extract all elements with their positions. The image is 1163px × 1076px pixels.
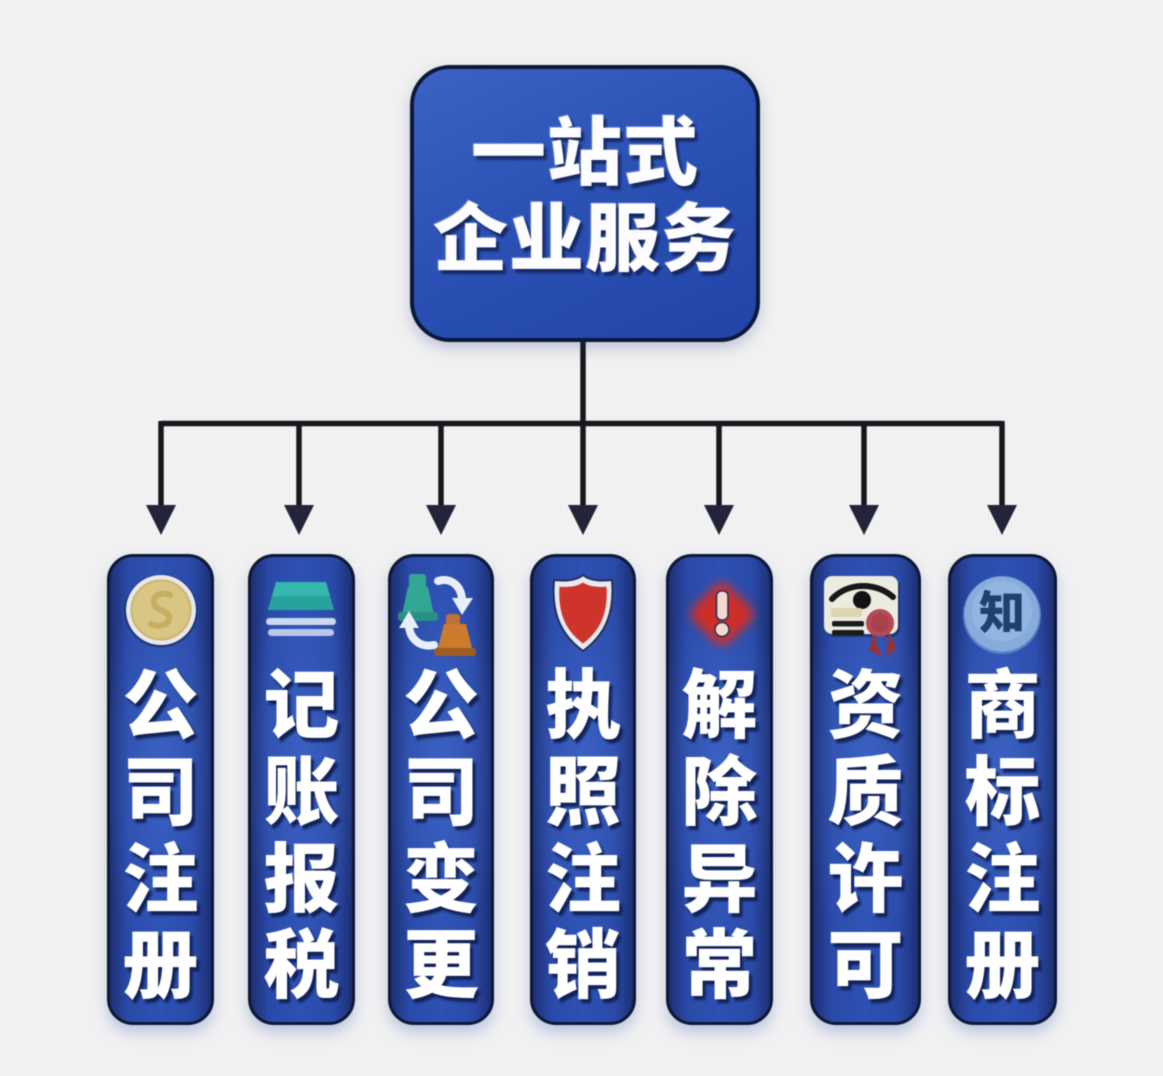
svg-text:知: 知	[979, 577, 1025, 643]
